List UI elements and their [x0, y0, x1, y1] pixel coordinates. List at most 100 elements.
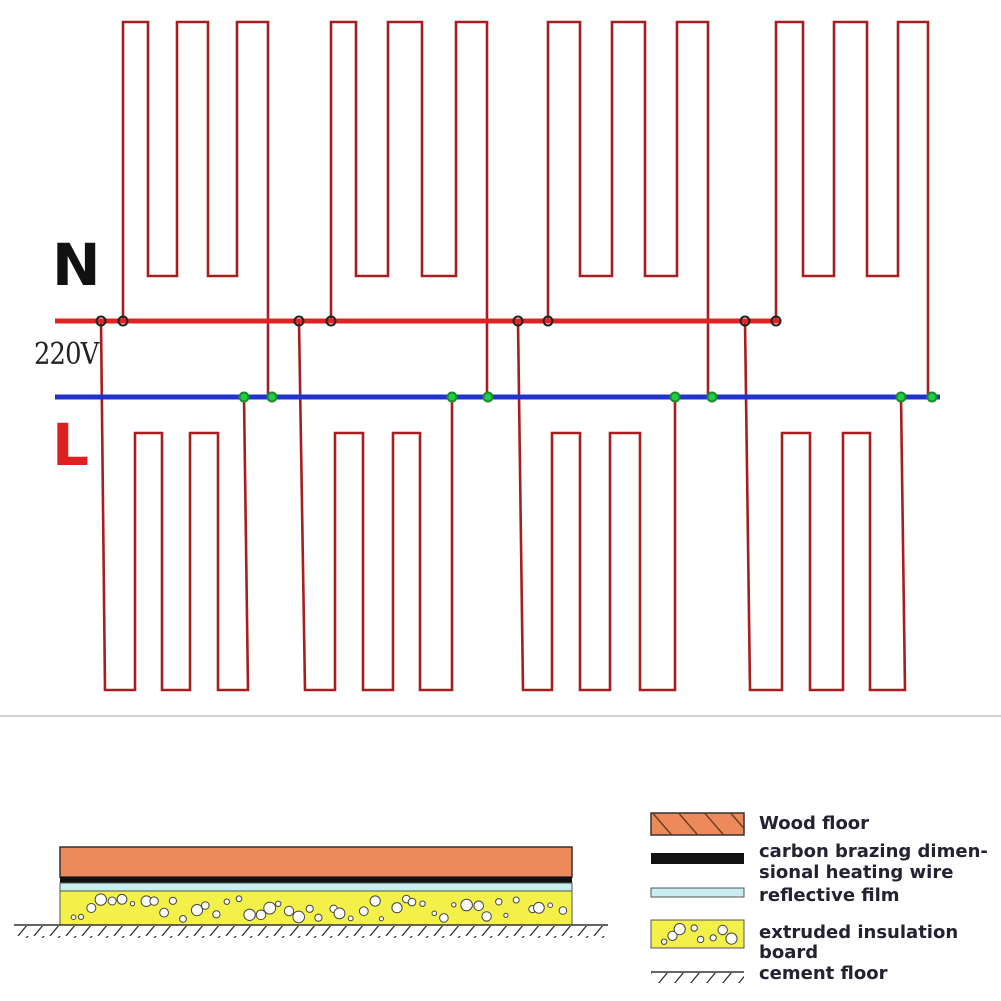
insulation-bubble — [725, 932, 738, 945]
insulation-bubble — [347, 915, 354, 922]
insulation-bubble — [512, 896, 520, 904]
insulation-bubble — [314, 913, 323, 922]
top-heating-wire-4 — [774, 20, 930, 397]
top-heating-wire-3 — [546, 20, 710, 397]
insulation-bubble — [690, 924, 698, 932]
cement-floor-hatch — [14, 926, 608, 938]
insulation-bubble — [558, 906, 568, 915]
live-junction-node-4 — [482, 391, 494, 403]
top-heating-wire-2 — [329, 20, 489, 397]
insulation-bubble — [407, 897, 417, 907]
insulation-bubble — [107, 896, 117, 906]
insulation-bubble — [243, 908, 256, 921]
insulation-bubble — [439, 913, 449, 923]
live-junction-node-2 — [266, 391, 278, 403]
live-label: L — [52, 411, 89, 479]
insulation-bubble — [292, 910, 306, 924]
insulation-bubble — [190, 904, 204, 917]
insulation-bubble — [255, 909, 267, 921]
live-junction-node-5 — [669, 391, 681, 403]
legend-heating-wire-cont: sional heating wire — [759, 862, 954, 883]
neutral-junction-node-2 — [117, 315, 129, 327]
insulation-bubble — [547, 902, 554, 909]
legend-swatch-wood-hatch — [651, 813, 744, 835]
insulation-bubble — [431, 910, 438, 917]
insulation-bubble — [168, 896, 177, 905]
insulation-bubble — [378, 916, 384, 922]
live-junction-node-7 — [895, 391, 907, 403]
top-heating-wire-1 — [121, 20, 270, 397]
insulation-bubble — [333, 907, 346, 920]
insulation-bubble — [275, 900, 282, 907]
insulation-bubble — [495, 898, 503, 906]
insulation-bubble — [460, 898, 473, 912]
insulation-bubble — [86, 903, 97, 913]
insulation-bubble — [709, 934, 717, 942]
bottom-heating-wire-3 — [516, 320, 677, 692]
heating-wire-layer — [60, 877, 572, 883]
bottom-heating-wire-1 — [99, 320, 250, 692]
section-divider — [0, 715, 1001, 717]
insulation-bubble — [94, 893, 108, 906]
insulation-bubble — [179, 915, 187, 923]
insulation-bubble — [129, 901, 136, 907]
insulation-bubble — [533, 901, 545, 914]
legend-wood-floor: Wood floor — [759, 813, 870, 834]
insulation-bubble — [77, 913, 85, 921]
neutral-junction-node-6 — [542, 315, 554, 327]
insulation-bubble — [358, 906, 369, 917]
live-junction-node-6 — [706, 391, 718, 403]
insulation-bubble — [717, 924, 728, 936]
legend-insulation-board: extruded insulation — [759, 922, 959, 943]
insulation-bubble — [212, 910, 221, 919]
live-junction-node-3 — [446, 391, 458, 403]
insulation-bubble — [116, 893, 128, 905]
legend-swatch-heating-wire — [651, 853, 744, 864]
neutral-junction-node-8 — [770, 315, 782, 327]
neutral-label: N — [52, 231, 101, 299]
insulation-bubble — [369, 895, 381, 907]
insulation-bubble — [473, 900, 485, 912]
insulation-bubble — [149, 896, 159, 906]
voltage-label: 220V — [34, 337, 99, 372]
bottom-heating-wire-4 — [743, 320, 907, 692]
legend-cement-floor: cement floor — [759, 963, 888, 984]
insulation-bubble — [263, 901, 277, 915]
insulation-bubble — [235, 895, 243, 903]
insulation-bubble — [660, 938, 668, 945]
insulation-bubble — [159, 907, 170, 918]
reflective-film-layer — [59, 882, 573, 892]
live-junction-node-8 — [926, 391, 938, 403]
insulation-bubble — [201, 901, 210, 910]
legend-insulation-bubbles — [660, 923, 738, 945]
insulation-bubble — [419, 900, 426, 907]
insulation-bubble — [696, 935, 705, 944]
legend-insulation-board-cont: board — [759, 942, 819, 963]
wood-floor-layer — [59, 846, 573, 878]
insulation-bubble — [70, 914, 77, 921]
wiring-diagram — [55, 20, 940, 692]
insulation-bubble — [391, 902, 403, 914]
live-junction-node-1 — [238, 391, 250, 403]
legend-heating-wire: carbon brazing dimen- — [759, 841, 988, 862]
neutral-junction-node-5 — [512, 315, 524, 327]
insulation-bubble — [451, 902, 457, 908]
neutral-junction-node-7 — [739, 315, 751, 327]
insulation-bubble — [283, 905, 295, 917]
insulation-bubble — [503, 912, 509, 918]
neutral-junction-node-1 — [95, 315, 107, 327]
insulation-bubble — [223, 898, 231, 905]
insulation-bubble — [673, 923, 686, 936]
legend-swatch-cement-hatch — [651, 973, 744, 983]
legend-reflective-film: reflective film — [759, 885, 900, 906]
insulation-bubble — [667, 930, 678, 942]
insulation-bubble — [305, 904, 314, 913]
insulation-bubble — [481, 911, 492, 922]
neutral-junction-node-4 — [325, 315, 337, 327]
bottom-heating-wire-2 — [297, 320, 454, 692]
legend-swatch-reflective-film — [650, 887, 745, 898]
neutral-junction-node-3 — [293, 315, 305, 327]
insulation-bubbles — [70, 893, 568, 924]
